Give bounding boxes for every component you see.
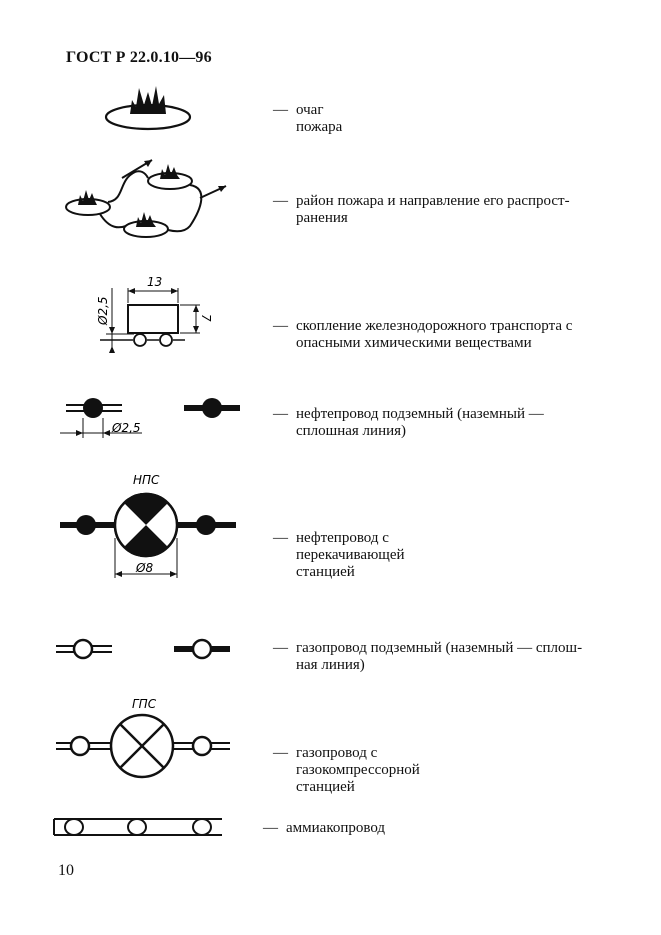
railway-transport-symbol: 13 7 Ø2,5 xyxy=(96,275,213,353)
railway-wheel-label: Ø2,5 xyxy=(96,296,110,326)
page-number: 10 xyxy=(58,862,74,879)
oil-pumping-station-label: НПС xyxy=(133,473,160,487)
fire-focus-symbol xyxy=(104,86,192,131)
railway-height-label: 7 xyxy=(199,314,213,322)
oil-pumping-station-diameter-label: Ø8 xyxy=(135,561,153,575)
page-header: ГОСТ Р 22.0.10—96 xyxy=(66,49,212,66)
oil-pipeline-symbol: Ø2,5 xyxy=(60,398,240,438)
railway-width-label: 13 xyxy=(147,275,162,289)
ammonia-pipeline-symbol xyxy=(53,818,222,836)
gas-compressor-station-label: ГПС xyxy=(132,697,157,711)
gas-compressor-station-symbol: ГПС xyxy=(56,697,230,779)
gas-pipeline-symbol xyxy=(56,638,230,660)
oil-pumping-station-symbol: НПС Ø8 xyxy=(60,473,236,578)
oil-pipeline-diameter-label: Ø2,5 xyxy=(111,421,141,435)
fire-area-symbol xyxy=(65,159,227,238)
